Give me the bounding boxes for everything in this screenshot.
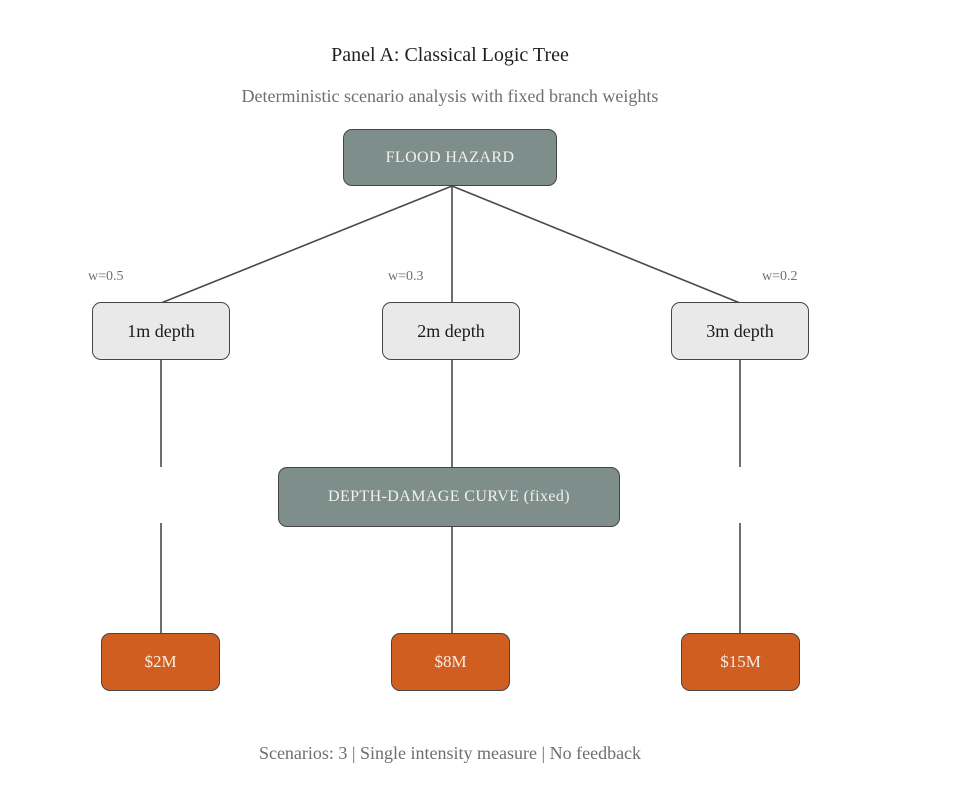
branch-weight-3: w=0.2 [762,269,798,284]
node-flood-hazard: FLOOD HAZARD [343,129,557,186]
node-scenario-2m-depth-label: 2m depth [417,320,485,341]
panel-title: Panel A: Classical Logic Tree [331,44,569,66]
node-flood-hazard-label: FLOOD HAZARD [385,148,515,166]
panel-subtitle: Deterministic scenario analysis with fix… [241,86,659,106]
panel-footer: Scenarios: 3 | Single intensity measure … [258,743,642,763]
node-loss-15m-dollars: $15M [681,633,800,691]
edge-root-to-3m [451,185,741,304]
node-loss-15m-dollars-label: $15M [720,652,761,671]
node-loss-8m-dollars: $8M [391,633,510,691]
node-loss-8m-dollars-label: $8M [434,652,467,671]
node-scenario-1m-depth-label: 1m depth [127,320,195,341]
node-scenario-3m-depth-label: 3m depth [706,320,774,341]
node-scenario-3m-depth: 3m depth [671,302,809,360]
node-depth-damage-curve-label: DEPTH-DAMAGE CURVE (fixed) [328,488,570,505]
node-loss-2m-dollars: $2M [101,633,220,691]
branch-weight-2: w=0.3 [388,269,424,284]
node-loss-2m-dollars-label: $2M [144,652,177,671]
node-depth-damage-curve: DEPTH-DAMAGE CURVE (fixed) [278,467,620,527]
edge-root-to-1m [160,185,453,304]
node-scenario-2m-depth: 2m depth [382,302,520,360]
branch-weight-1: w=0.5 [88,269,124,284]
node-scenario-1m-depth: 1m depth [92,302,230,360]
